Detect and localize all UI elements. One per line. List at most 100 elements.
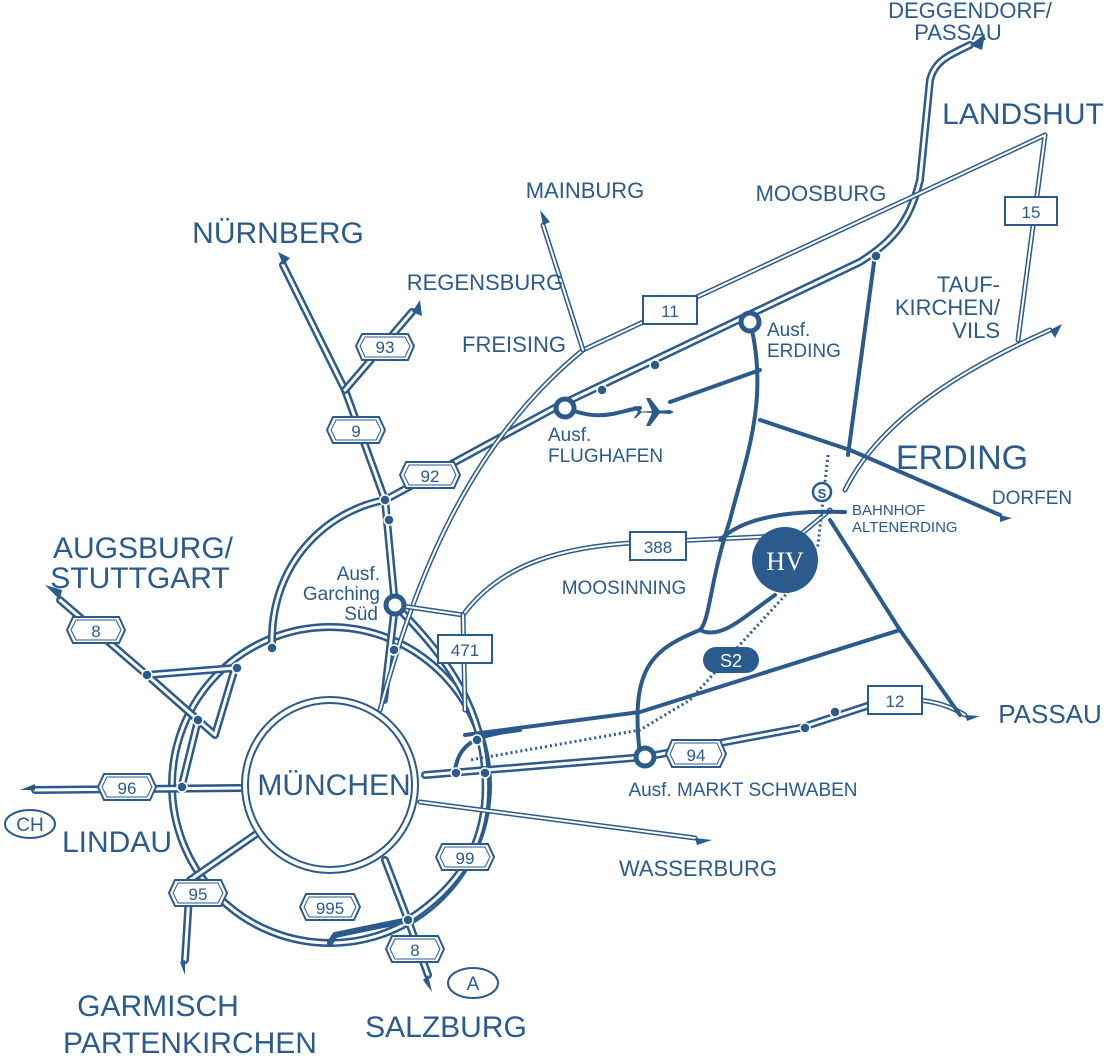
label-ausf-erding-1: Ausf.: [767, 320, 810, 341]
svg-text:94: 94: [687, 746, 706, 765]
s2-badge: S2: [703, 647, 759, 673]
label-ausf-markt-schwaben: Ausf. MARKT SCHWABEN: [628, 780, 857, 801]
sign-11: 11: [642, 295, 698, 325]
exit-markt-schwaben-marker: [633, 745, 657, 769]
label-mainburg: MAINBURG: [526, 178, 645, 203]
svg-text:388: 388: [644, 538, 672, 557]
label-taufkirchen-2: KIRCHEN/: [895, 295, 1001, 320]
svg-text:S2: S2: [720, 651, 742, 671]
sign-15: 15: [1004, 196, 1058, 226]
a995-road: [327, 917, 411, 946]
muenchen-center: MÜNCHEN: [241, 696, 419, 874]
label-garching-2: Garching: [303, 584, 380, 605]
hv-marker[interactable]: HV: [752, 527, 818, 593]
svg-text:93: 93: [376, 338, 395, 357]
arrow-head: [540, 210, 550, 225]
arrow-head: [180, 960, 185, 975]
muenchen-label: MÜNCHEN: [257, 769, 410, 802]
exit-garching-marker: [383, 593, 407, 617]
arrow-head: [965, 715, 980, 721]
svg-text:11: 11: [661, 302, 679, 321]
label-garching-3: Süd: [344, 604, 378, 625]
label-moosburg: MOOSBURG: [756, 181, 887, 206]
airplane-icon: [634, 398, 674, 426]
arrow-head: [970, 34, 985, 50]
arrow-head: [695, 838, 712, 845]
svg-text:8: 8: [91, 622, 100, 641]
label-erding: ERDING: [896, 439, 1028, 477]
label-augsburg-1: AUGSBURG/: [53, 532, 234, 565]
label-ausf-flughafen-2: FLUGHAFEN: [548, 446, 663, 467]
sign-a995: 995: [298, 893, 362, 921]
sign-a8-south: 8: [384, 935, 446, 963]
label-salzburg: SALZBURG: [365, 1011, 527, 1044]
exit-erding-marker: [738, 310, 762, 334]
sign-a94: 94: [664, 739, 728, 768]
label-lindau: LINDAU: [62, 826, 172, 859]
label-passau-right: PASSAU: [998, 699, 1102, 729]
arrow-head: [423, 975, 432, 992]
label-deggendorf: DEGGENDORF/: [888, 0, 1053, 23]
svg-text:CH: CH: [16, 815, 43, 836]
s-bahn-icon: S: [811, 481, 833, 503]
label-freising: FREISING: [462, 332, 566, 357]
label-augsburg-2: STUTTGART: [50, 562, 229, 595]
label-landshut: LANDSHUT: [942, 98, 1104, 131]
arrow-head: [45, 585, 62, 600]
label-garmisch-2: PARTENKIRCHEN: [63, 1027, 317, 1059]
svg-text:15: 15: [1022, 203, 1041, 222]
sign-a9: 9: [325, 416, 387, 444]
arrow-heads: [20, 34, 1062, 992]
b11-road: [377, 132, 1048, 713]
label-dorfen: DORFEN: [992, 488, 1072, 509]
label-taufkirchen-3: VILS: [952, 318, 1000, 343]
sign-a96: 96: [96, 773, 158, 801]
s-bahn-line: [469, 454, 830, 762]
svg-text:8: 8: [410, 941, 419, 960]
label-taufkirchen-1: TAUF-: [937, 272, 1000, 297]
arrow-head: [1050, 324, 1062, 338]
svg-text:92: 92: [421, 467, 440, 486]
svg-text:99: 99: [456, 849, 475, 868]
label-passau-top: PASSAU: [914, 20, 1002, 45]
exit-markers: [383, 310, 762, 769]
road-signs: 15 11 388 471 12 93 9 92 8 94 96 99 95 9…: [65, 196, 1058, 963]
label-garching-1: Ausf.: [337, 564, 380, 585]
svg-text:995: 995: [316, 899, 344, 918]
arrow-head: [1000, 515, 1012, 522]
label-ausf-erding-2: ERDING: [767, 341, 841, 362]
place-labels: DEGGENDORF/ PASSAU LANDSHUT MOOSBURG MAI…: [50, 0, 1104, 1059]
exit-flughafen-marker: [553, 396, 577, 420]
label-ausf-flughafen-1: Ausf.: [548, 425, 591, 446]
svg-text:95: 95: [189, 885, 208, 904]
svg-text:12: 12: [886, 692, 905, 711]
label-nuernberg: NÜRNBERG: [192, 217, 364, 250]
sign-a95: 95: [167, 879, 229, 907]
country-ch: CH: [4, 809, 56, 839]
svg-text:471: 471: [451, 641, 479, 660]
arrow-head: [20, 784, 35, 790]
svg-text:9: 9: [351, 422, 360, 441]
label-bahnhof-1: BAHNHOF: [852, 502, 925, 519]
arrow-head: [278, 252, 290, 265]
label-garmisch-1: GARMISCH: [77, 990, 239, 1023]
sign-a92: 92: [398, 461, 462, 489]
sign-a99: 99: [434, 843, 496, 871]
label-regensburg: REGENSBURG: [407, 270, 563, 295]
svg-text:HV: HV: [766, 547, 804, 576]
local-roads: [453, 253, 1002, 772]
svg-text:A: A: [467, 974, 480, 995]
label-bahnhof-2: ALTENERDING: [852, 519, 958, 536]
svg-text:S: S: [818, 486, 827, 501]
label-wasserburg: WASSERBURG: [619, 856, 777, 881]
country-a: A: [447, 967, 499, 999]
sign-a8-west: 8: [65, 616, 127, 644]
sign-388: 388: [629, 531, 687, 561]
arrow-head: [412, 300, 422, 316]
label-moosinning: MOOSINNING: [562, 578, 687, 599]
sign-a93: 93: [354, 333, 416, 361]
junction-dots: [141, 250, 882, 926]
sign-471: 471: [437, 634, 493, 664]
svg-text:96: 96: [118, 779, 137, 798]
